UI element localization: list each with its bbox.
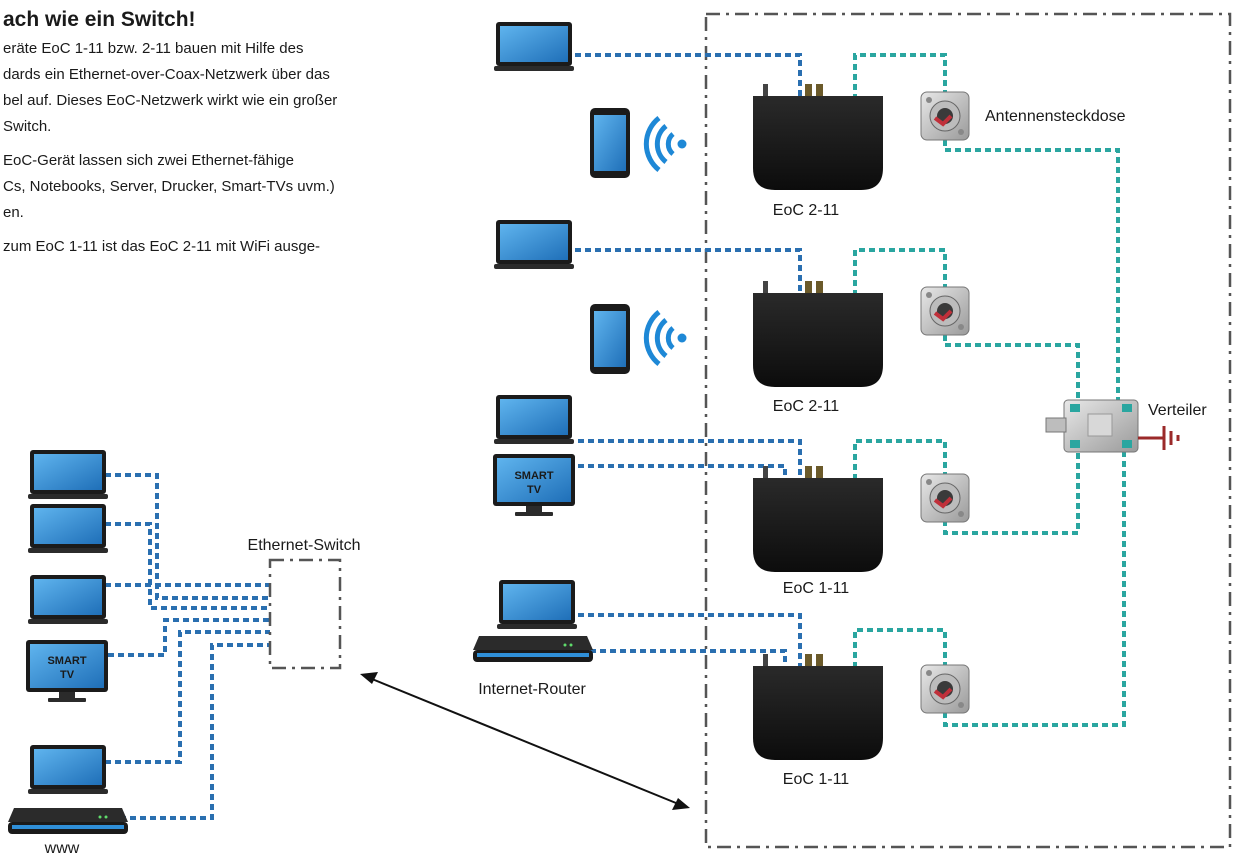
smart-tv-icon: SMART TV — [26, 640, 108, 702]
eoc-adapter-icon — [753, 281, 883, 387]
antenna-socket-icon — [919, 90, 971, 142]
eoc-network-frame — [704, 12, 1232, 849]
laptop-icon — [28, 450, 108, 499]
www-label: www — [44, 840, 80, 857]
splitter-icon — [1045, 399, 1139, 453]
eoc-adapter-icon — [753, 84, 883, 190]
tablet-icon — [590, 304, 630, 374]
smart-tv-label: TV — [60, 669, 75, 681]
wifi-icon — [646, 118, 686, 170]
eoc-label: EoC 2-11 — [773, 202, 840, 219]
intro-line: Switch. — [3, 118, 51, 135]
wifi-icon — [646, 312, 686, 364]
eoc-label: EoC 1-11 — [783, 580, 850, 597]
antenna-socket-label: Antennensteckdose — [985, 108, 1126, 125]
double-arrow-icon — [360, 672, 690, 810]
intro-line: EoC-Gerät lassen sich zwei Ethernet-fähi… — [3, 152, 294, 169]
intro-title: ach wie ein Switch! — [3, 8, 196, 31]
splitter-label: Verteiler — [1148, 402, 1207, 419]
intro-line: dards ein Ethernet-over-Coax-Netzwerk üb… — [3, 66, 330, 83]
laptop-icon — [497, 580, 577, 629]
eoc-adapter-icon — [753, 466, 883, 572]
laptop-icon — [494, 395, 574, 444]
ethernet-wires — [105, 53, 802, 820]
laptop-icon — [494, 220, 574, 269]
antenna-socket-icon — [919, 472, 971, 524]
tablet-icon — [590, 108, 630, 178]
intro-line: eräte EoC 1-11 bzw. 2-11 bauen mit Hilfe… — [3, 40, 303, 57]
ethernet-switch — [268, 558, 342, 670]
router-icon — [8, 808, 128, 834]
laptop-icon — [494, 22, 574, 71]
intro-line: bel auf. Dieses EoC-Netzwerk wirkt wie e… — [3, 92, 337, 109]
eoc-adapter-icon — [753, 654, 883, 760]
router-label: Internet-Router — [478, 681, 586, 698]
eoc-label: EoC 1-11 — [783, 771, 850, 788]
eoc-label: EoC 2-11 — [773, 398, 840, 415]
antenna-socket-icon — [919, 663, 971, 715]
laptop-icon — [28, 745, 108, 794]
smart-tv-label: SMART — [514, 470, 553, 482]
antenna-socket-icon — [919, 285, 971, 337]
smart-tv-label: TV — [527, 484, 542, 496]
intro-line: Cs, Notebooks, Server, Drucker, Smart-TV… — [3, 178, 335, 195]
laptop-icon — [28, 504, 108, 553]
ethernet-switch-label: Ethernet-Switch — [248, 537, 361, 554]
intro-line: zum EoC 1-11 ist das EoC 2-11 mit WiFi a… — [3, 238, 320, 255]
intro-line: en. — [3, 204, 24, 221]
ground-icon — [1138, 426, 1180, 450]
smart-tv-icon: SMART TV — [493, 454, 575, 516]
laptop-icon — [28, 575, 108, 624]
router-icon — [473, 636, 593, 662]
smart-tv-label: SMART — [47, 655, 86, 667]
coax-wires — [853, 53, 1126, 727]
